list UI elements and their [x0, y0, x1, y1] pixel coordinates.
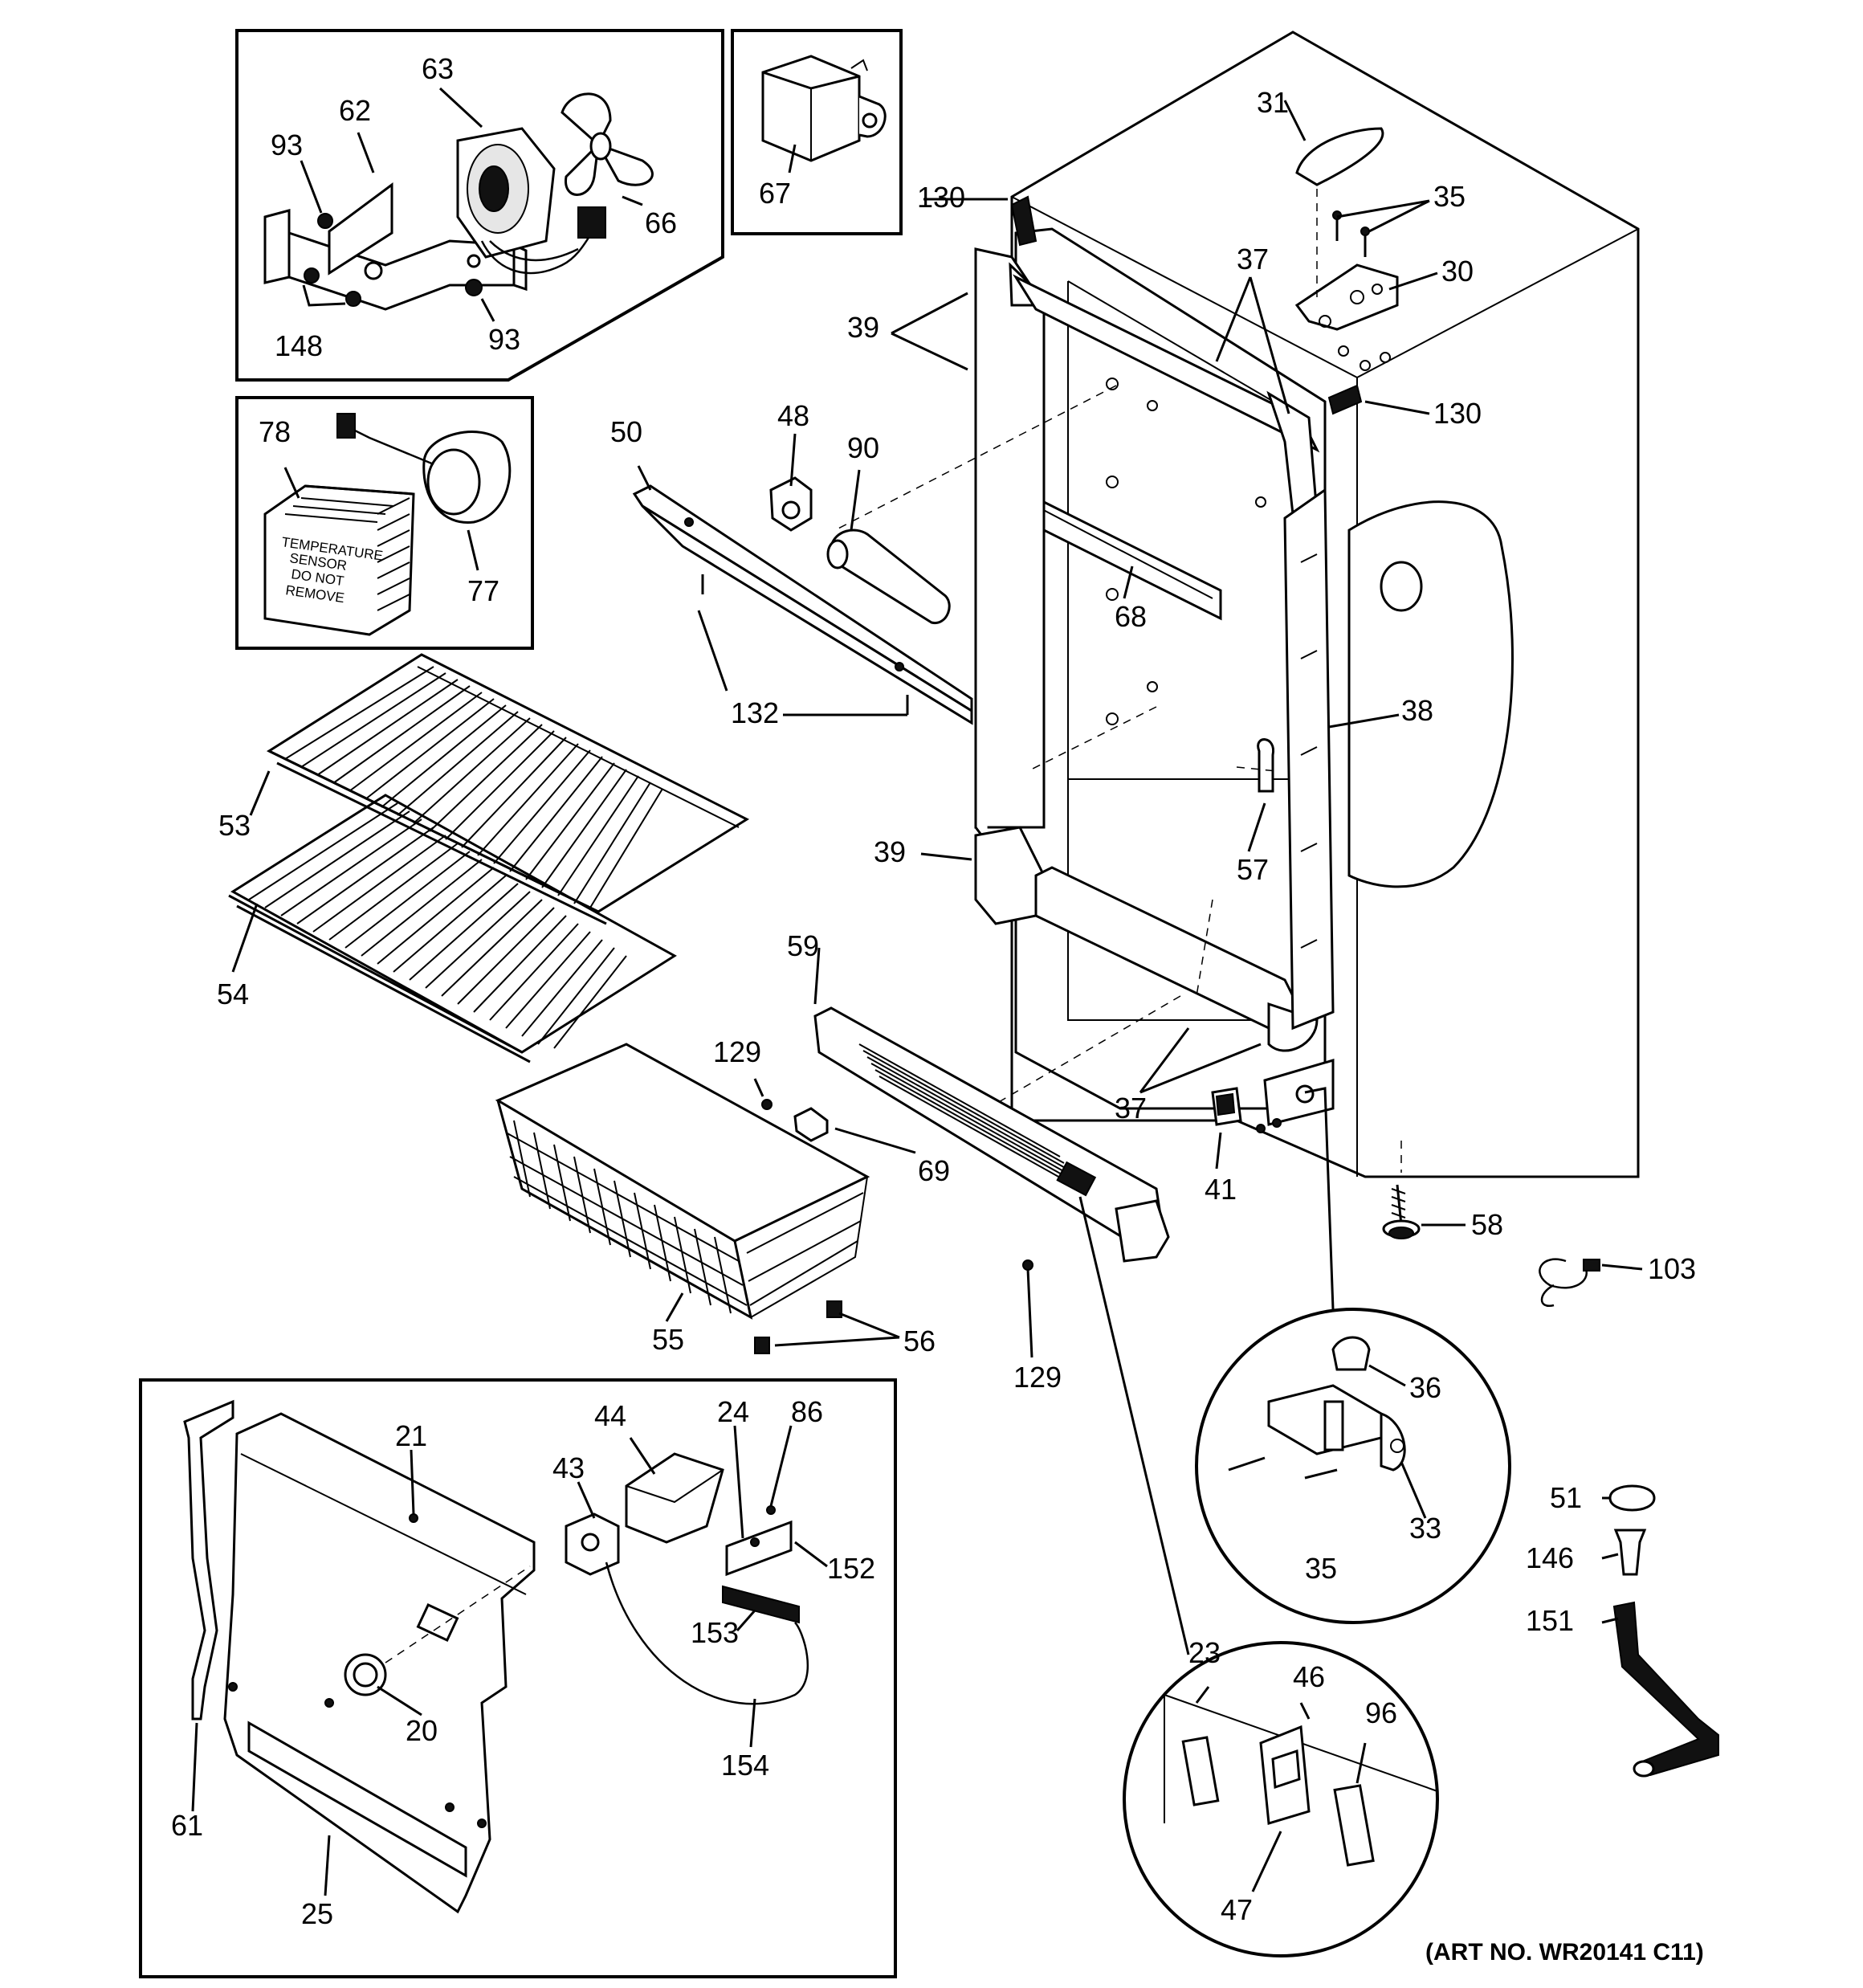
callout-103: 103: [1648, 1252, 1696, 1285]
callout-31: 31: [1257, 86, 1289, 119]
callout-48: 48: [777, 399, 809, 432]
callout-33: 33: [1409, 1512, 1441, 1545]
callout-93-top: 93: [271, 129, 303, 161]
callout-35-circle: 35: [1305, 1552, 1337, 1585]
callout-53: 53: [218, 809, 251, 842]
evaporator-cover-inset: [139, 1378, 897, 1978]
callout-23: 23: [1188, 1636, 1221, 1669]
callout-69: 69: [918, 1154, 950, 1187]
callout-56: 56: [903, 1325, 936, 1357]
callout-148: 148: [275, 329, 323, 362]
art-number: (ART NO. WR20141 C11): [1425, 1939, 1704, 1966]
callout-55: 55: [652, 1323, 684, 1356]
callout-152: 152: [827, 1552, 875, 1585]
callout-35-top: 35: [1433, 180, 1466, 213]
kickplate-59: [761, 1006, 1170, 1271]
callout-129-left: 129: [713, 1035, 761, 1068]
callout-68: 68: [1115, 600, 1147, 633]
callout-54: 54: [217, 978, 249, 1010]
callout-44: 44: [594, 1399, 626, 1432]
leveling-leg-58: [1382, 1184, 1421, 1239]
callout-30: 30: [1441, 255, 1474, 288]
callout-154: 154: [721, 1749, 769, 1782]
freezer-cabinet: [834, 31, 1640, 1178]
callout-38: 38: [1401, 694, 1433, 727]
callout-93-bottom: 93: [488, 323, 520, 356]
callout-20: 20: [406, 1714, 438, 1747]
callout-130-right: 130: [1433, 397, 1482, 430]
callout-62: 62: [339, 94, 371, 127]
callout-39-top: 39: [847, 311, 879, 344]
leader-lines: [191, 100, 1643, 1896]
wire-shelf-54: [228, 794, 677, 1063]
callout-43: 43: [552, 1451, 585, 1484]
callout-63: 63: [422, 52, 454, 85]
callout-24: 24: [717, 1395, 749, 1428]
callout-39-bottom: 39: [874, 835, 906, 868]
callout-37-bottom: 37: [1115, 1092, 1147, 1125]
callout-50: 50: [610, 415, 642, 448]
callout-58: 58: [1471, 1208, 1503, 1241]
callout-78: 78: [259, 415, 291, 448]
callout-132: 132: [731, 696, 779, 729]
drain-parts: [1608, 1484, 1719, 1778]
crisper-cover-50: [632, 476, 973, 725]
callout-57: 57: [1237, 853, 1269, 886]
callout-153: 153: [691, 1616, 739, 1649]
callout-129-bottom: 129: [1013, 1361, 1062, 1394]
temperature-sensor-inset: TEMPERATURE SENSOR DO NOT REMOVE: [235, 396, 534, 650]
clip-103: [1539, 1258, 1600, 1308]
callout-151: 151: [1526, 1604, 1574, 1637]
callout-77: 77: [467, 574, 499, 607]
callout-37-top: 37: [1237, 243, 1269, 276]
callout-59: 59: [787, 929, 819, 962]
callout-51: 51: [1550, 1481, 1582, 1514]
callout-130-top: 130: [917, 181, 965, 214]
callout-146: 146: [1526, 1541, 1574, 1574]
basket-55: [495, 1043, 870, 1354]
callout-67: 67: [759, 177, 791, 210]
callout-47: 47: [1221, 1893, 1253, 1926]
callout-41: 41: [1205, 1173, 1237, 1206]
callout-46: 46: [1293, 1660, 1325, 1693]
callout-90: 90: [847, 431, 879, 464]
callout-96: 96: [1365, 1696, 1397, 1729]
switch-detail-circle: [1078, 1196, 1439, 1957]
wire-shelf-53: [266, 653, 750, 925]
relay-inset: [731, 29, 903, 235]
callout-61: 61: [171, 1809, 203, 1842]
callout-21: 21: [395, 1419, 427, 1452]
callout-labels: 63 62 93 66 148 93 67 78 77 31 35 30 37 …: [171, 52, 1704, 1966]
callout-86: 86: [791, 1395, 823, 1428]
callout-66: 66: [645, 206, 677, 239]
callout-25: 25: [301, 1897, 333, 1930]
hinge-detail-circle: [1195, 1087, 1511, 1624]
fan-motor-inset: [235, 29, 724, 382]
callout-36: 36: [1409, 1371, 1441, 1404]
